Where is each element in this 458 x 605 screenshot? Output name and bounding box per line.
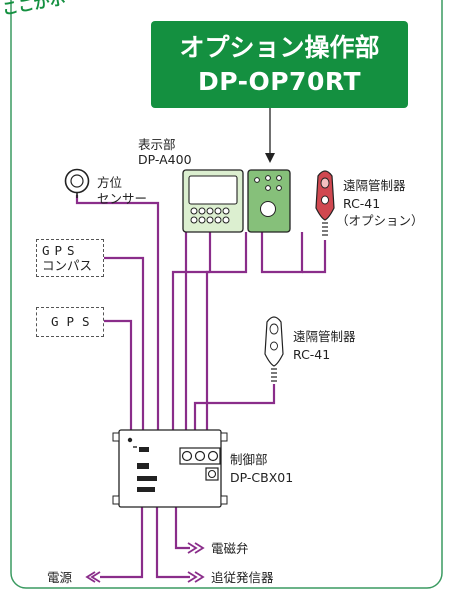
display-unit <box>182 169 244 233</box>
control-label-model: DP-CBX01 <box>230 470 294 485</box>
remote-controller-option <box>315 170 335 236</box>
follow-transmitter-label: 追従発信器 <box>211 570 274 585</box>
remote-option-label-name: 遠隔管制器 <box>343 178 406 193</box>
gps-compass-line-2: コンパス <box>42 258 93 273</box>
cable-arrowheads <box>85 542 205 583</box>
cable-lines <box>75 195 327 579</box>
power-label: 電源 <box>47 570 73 585</box>
remote-label-model: RC-41 <box>293 347 331 362</box>
compass-label-1: 方位 <box>97 175 123 190</box>
remote-controller <box>264 316 284 382</box>
gps-box: GPS <box>36 307 104 337</box>
option-panel-unit <box>247 169 291 233</box>
control-label-name: 制御部 <box>230 452 268 467</box>
gps-compass-line-1: GPS <box>42 243 80 258</box>
gps-compass-box: GPS コンパス <box>36 239 104 277</box>
title-line-1: オプション操作部 <box>179 33 380 62</box>
title-line-2: DP-OP70RT <box>197 67 362 96</box>
display-label-model: DP-A400 <box>138 152 192 167</box>
control-box <box>112 429 228 508</box>
remote-label-name: 遠隔管制器 <box>293 329 356 344</box>
solenoid-label: 電磁弁 <box>211 541 249 556</box>
remote-option-label-model: RC-41 <box>343 196 381 211</box>
compass-label-2: センサー <box>97 191 148 206</box>
title-banner: オプション操作部 DP-OP70RT <box>151 21 408 108</box>
remote-option-label-option: （オプション） <box>336 213 424 228</box>
display-label-name: 表示部 <box>138 137 176 152</box>
title-pointer-arrow <box>265 108 275 163</box>
gps-label: GPS <box>51 314 98 329</box>
compass-sensor <box>64 168 90 198</box>
